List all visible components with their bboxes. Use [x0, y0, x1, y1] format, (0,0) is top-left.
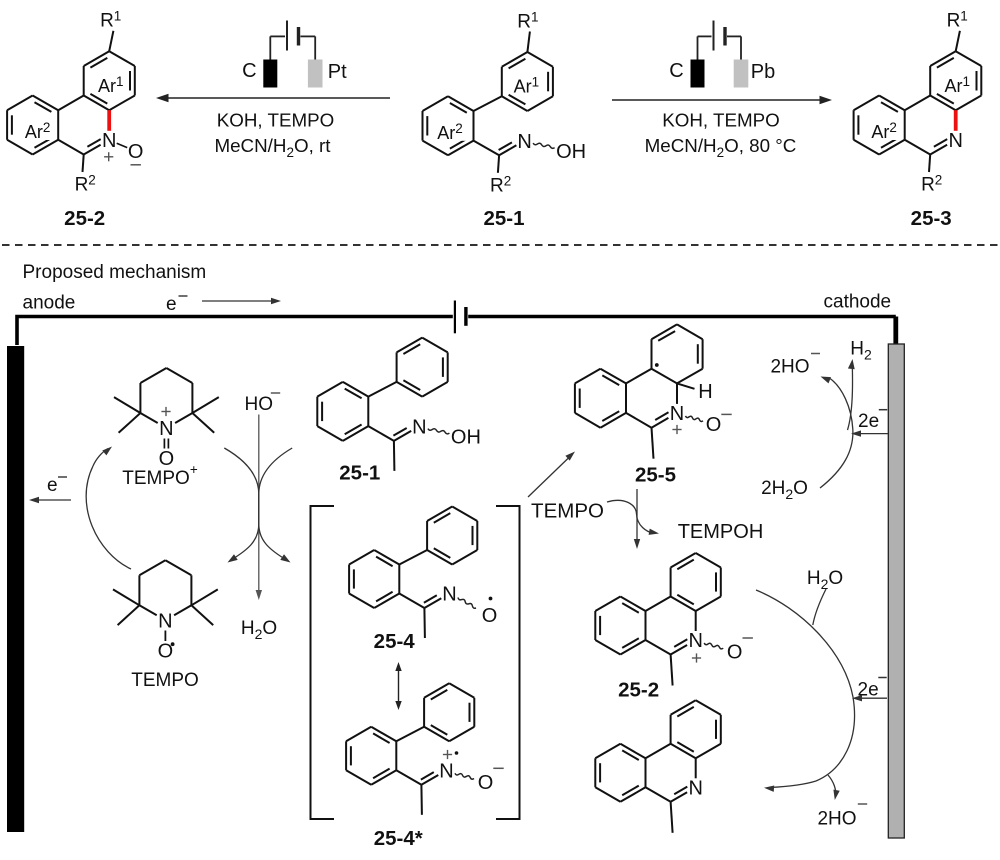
svg-text:OH: OH [556, 141, 586, 163]
svg-text:N: N [688, 778, 702, 800]
svg-text:Pt: Pt [328, 61, 347, 83]
svg-text:25-2: 25-2 [64, 207, 105, 230]
svg-text:N: N [159, 418, 173, 440]
svg-text:Pb: Pb [751, 61, 775, 83]
svg-text:anode: anode [23, 293, 76, 314]
svg-text:2HO: 2HO [817, 809, 856, 830]
svg-text:25-3: 25-3 [911, 207, 952, 230]
svg-text:2e: 2e [858, 411, 879, 432]
svg-text:O: O [706, 414, 722, 436]
svg-text:O: O [128, 141, 144, 163]
svg-text:e: e [166, 294, 177, 315]
svg-text:O: O [158, 640, 174, 662]
svg-text:O: O [478, 772, 494, 794]
svg-text:Proposed mechanism: Proposed mechanism [23, 262, 207, 283]
svg-text:2HO: 2HO [770, 357, 809, 378]
svg-text:25-4*: 25-4* [374, 827, 423, 850]
svg-text:25-2: 25-2 [618, 679, 659, 702]
svg-text:N: N [670, 403, 684, 425]
svg-text:MeCN/H2O, 80 °C: MeCN/H2O, 80 °C [645, 135, 797, 160]
svg-text:N: N [158, 610, 172, 632]
svg-text:25-3: 25-3 [621, 859, 662, 860]
svg-text:O: O [727, 642, 743, 664]
svg-text:TEMPO: TEMPO [531, 500, 604, 523]
svg-text:H2O: H2O [807, 568, 843, 592]
svg-text:N: N [517, 131, 531, 153]
svg-text:C: C [242, 60, 256, 82]
svg-text:N: N [439, 761, 453, 783]
svg-text:25-5: 25-5 [635, 464, 676, 487]
svg-text:OH: OH [451, 427, 481, 449]
svg-text:2H2O: 2H2O [761, 478, 808, 502]
svg-text:HO: HO [245, 394, 274, 415]
svg-text:N: N [948, 130, 962, 152]
svg-text:25-4: 25-4 [374, 630, 416, 653]
svg-text:N: N [102, 130, 116, 152]
svg-text:MeCN/H2O, rt: MeCN/H2O, rt [214, 135, 331, 160]
svg-text:O: O [482, 605, 498, 627]
svg-text:e: e [47, 475, 58, 496]
svg-text:N: N [412, 416, 426, 438]
svg-text:KOH, TEMPO: KOH, TEMPO [662, 110, 780, 131]
svg-text:25-1: 25-1 [339, 461, 380, 484]
svg-text:N: N [688, 630, 702, 652]
svg-text:2e: 2e [858, 680, 879, 701]
svg-text:C: C [669, 60, 683, 82]
svg-text:KOH, TEMPO: KOH, TEMPO [217, 110, 335, 131]
svg-text:N: N [442, 584, 456, 606]
svg-text:TEMPOH: TEMPOH [678, 521, 764, 543]
svg-text:TEMPO: TEMPO [131, 670, 199, 691]
svg-text:O: O [159, 448, 175, 470]
svg-text:25-1: 25-1 [483, 207, 524, 230]
svg-text:cathode: cathode [824, 292, 892, 313]
svg-text:H: H [698, 381, 712, 403]
